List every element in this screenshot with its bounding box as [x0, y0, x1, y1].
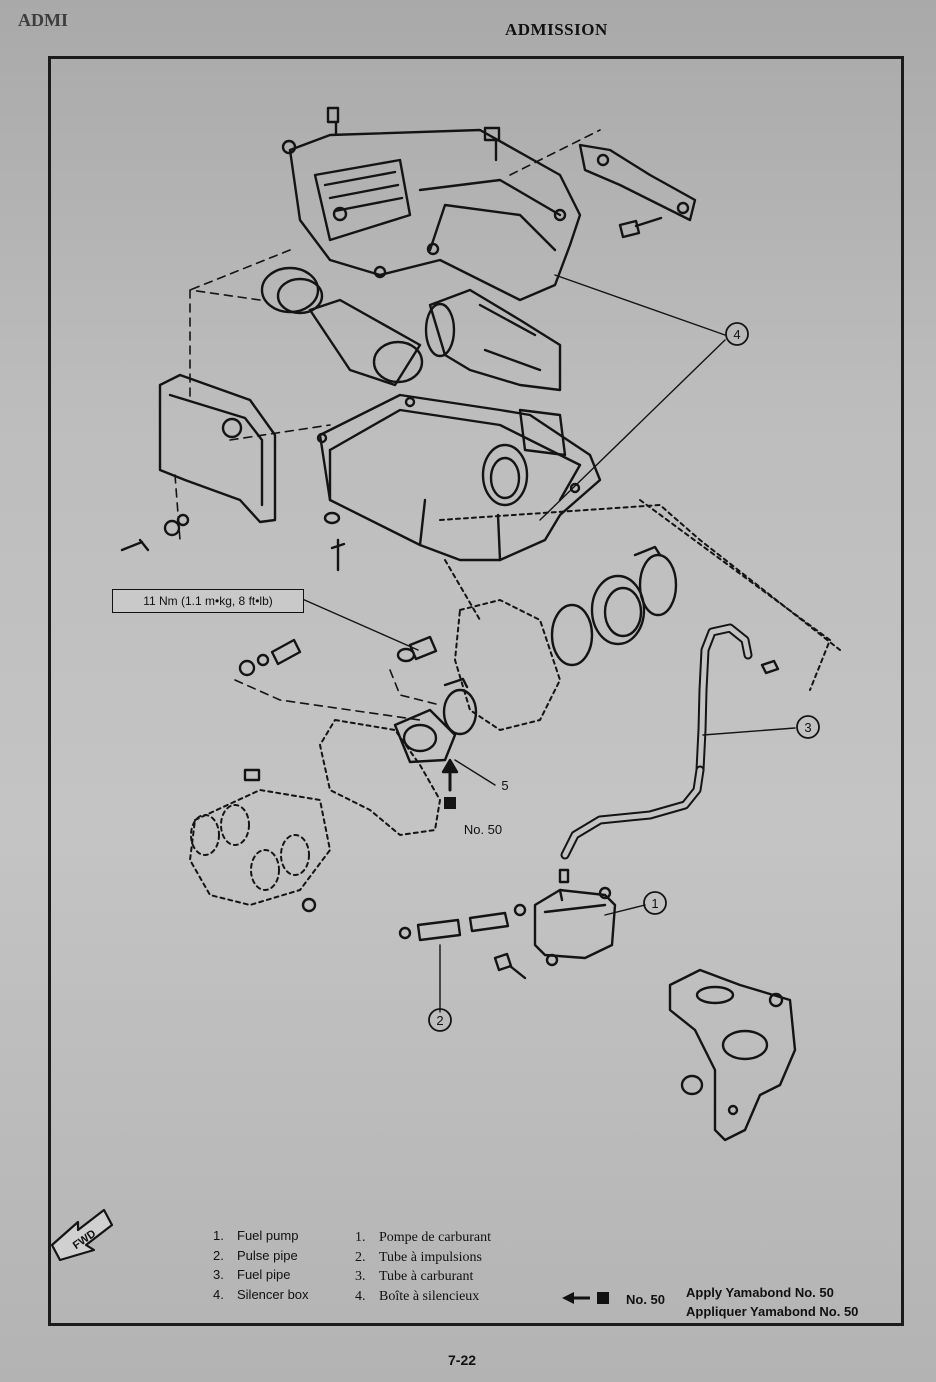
sealant-note-en: Apply Yamabond No. 50	[686, 1285, 834, 1300]
legend-item: 1.Fuel pump	[213, 1228, 299, 1243]
sealant-ref: No. 50	[626, 1292, 666, 1307]
page-number: 7-22	[448, 1352, 477, 1368]
sealant-callout: No. 50	[464, 822, 502, 837]
pump-bracket	[668, 968, 797, 1142]
legend-english: 1.Fuel pump 2.Pulse pipe 3.Fuel pipe 4.S…	[213, 1228, 309, 1306]
page-title: ADMISSION	[505, 20, 608, 39]
sealant-arrow-icon	[562, 1292, 609, 1304]
callout-3: 3	[804, 720, 811, 735]
callout-4: 4	[733, 327, 740, 342]
callout-2: 2	[436, 1013, 443, 1028]
torque-spec-label: 11 Nm (1.1 m•kg, 8 ft•lb)	[112, 589, 304, 613]
silencer-box	[316, 393, 602, 562]
legend-item: 4.Silencer box	[213, 1286, 309, 1302]
section-corner-text: ADMI	[18, 10, 68, 30]
side-cover	[158, 373, 277, 524]
legend-item: 4.Boîte à silencieux	[355, 1288, 480, 1304]
legend-item: 2.Tube à impulsions	[355, 1249, 482, 1265]
diagram-frame	[48, 56, 904, 1326]
legend-item: 2.Pulse pipe	[213, 1247, 298, 1263]
callout-1: 1	[651, 896, 658, 911]
intake-joint	[550, 545, 678, 667]
intake-ducts	[260, 266, 562, 392]
legend-french: 1.Pompe de carburant 2.Tube à impulsions…	[355, 1230, 491, 1308]
legend-item: 1.Pompe de carburant	[355, 1230, 491, 1245]
carb-joint	[393, 677, 478, 764]
callout-5: 5	[501, 778, 508, 793]
sealant-note-fr: Appliquer Yamabond No. 50	[686, 1304, 859, 1319]
sealant-note: Apply Yamabond No. 50 Appliquer Yamabond…	[686, 1283, 858, 1321]
fuel-pump	[533, 868, 617, 967]
legend-item: 3.Fuel pipe	[213, 1267, 291, 1282]
legend-item: 3.Tube à carburant	[355, 1269, 474, 1284]
fwd-arrow-icon: FWD	[50, 1208, 114, 1262]
silencer-cover	[288, 128, 582, 302]
